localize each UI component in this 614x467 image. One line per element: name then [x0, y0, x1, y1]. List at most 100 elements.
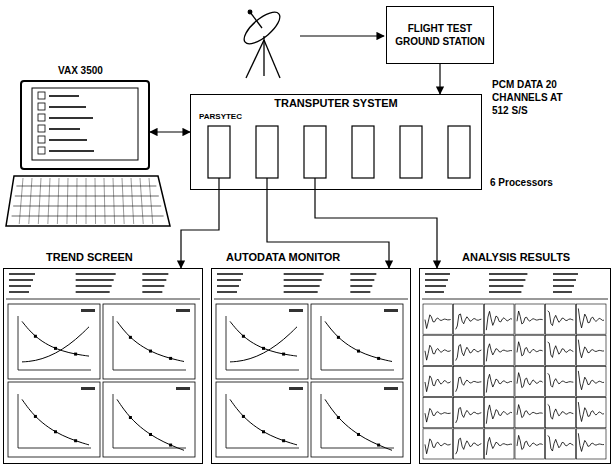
header-text-mark [284, 291, 318, 293]
header-text-mark [76, 291, 110, 293]
station-label: FLIGHT TEST GROUND STATION [393, 22, 487, 48]
menu-item-bar [49, 139, 87, 141]
waveform [578, 371, 604, 390]
waveform [548, 436, 574, 451]
header-text-mark [217, 285, 239, 287]
processor-board [256, 126, 278, 178]
dish-mount [263, 36, 264, 40]
chart-panel [216, 304, 308, 379]
header-rule [422, 299, 608, 300]
result-cell [454, 398, 484, 428]
data-point [282, 439, 285, 442]
vax-monitor: VAX 3500 [20, 80, 150, 170]
screen-frame: TREND SCREEN [3, 268, 203, 464]
trend-curve [230, 321, 297, 356]
chart-panel [311, 382, 403, 457]
data-point [54, 347, 57, 350]
trend-curve [22, 327, 89, 362]
header-text-mark [350, 291, 370, 293]
signal-arrow [300, 35, 384, 36]
result-cell [576, 429, 606, 459]
maker-label: PARSYTEC [199, 112, 242, 121]
key-column [122, 178, 124, 224]
data-point [262, 347, 265, 350]
header-text-mark [350, 273, 376, 275]
header-text-mark [489, 291, 521, 293]
data-point [74, 353, 77, 356]
waveform [425, 345, 451, 360]
processor-board [208, 126, 230, 178]
trend-curve [325, 399, 392, 450]
key-column [29, 178, 32, 224]
menu-item-box [38, 92, 45, 99]
chart-axes [321, 394, 394, 448]
processor-board [448, 126, 470, 178]
header-text-mark [350, 285, 372, 287]
header-text-mark [284, 279, 322, 281]
result-cell [515, 429, 545, 459]
key-row [13, 206, 161, 207]
header-text-mark [9, 291, 29, 293]
header-text-mark [217, 273, 243, 275]
waveform [517, 405, 543, 418]
waveform [517, 342, 543, 356]
waveform [578, 308, 604, 327]
chart-axes [113, 316, 186, 370]
data-point [357, 350, 360, 353]
data-point [169, 357, 172, 360]
header-text-mark [76, 273, 116, 275]
result-cell [515, 366, 545, 396]
trend-curve [117, 321, 184, 361]
trend-curve [117, 399, 184, 450]
menu-item-box [38, 136, 45, 143]
header-text-mark [142, 273, 168, 275]
result-cell [484, 429, 514, 459]
key-column [104, 178, 105, 224]
connector-arrow [439, 64, 440, 94]
connector-arrow [150, 131, 190, 132]
waveform [486, 374, 512, 392]
trend-curve [22, 399, 89, 444]
decoration-group [6, 88, 608, 459]
screen-frame: AUTODATA MONITOR [211, 268, 411, 464]
key-column [131, 178, 134, 224]
header-text-mark [142, 279, 166, 281]
waveform [486, 405, 512, 424]
header-text-mark [489, 279, 525, 281]
menu-item-bar [49, 128, 80, 130]
key-row [12, 216, 164, 217]
monitor-screen [32, 88, 138, 160]
header-text-mark [9, 273, 35, 275]
result-cell [484, 304, 514, 334]
header-text-mark [553, 285, 574, 287]
waveform [456, 314, 482, 329]
tripod-leg [246, 40, 264, 78]
chart-axes [113, 394, 186, 448]
waveform [548, 404, 574, 419]
data-point [282, 353, 285, 356]
waveform [548, 342, 574, 357]
chart-axes [18, 394, 91, 448]
header-text-mark [9, 279, 33, 281]
transputer-box: TRANSPUTER SYSTEMPARSYTEC [190, 94, 482, 190]
result-cell [576, 366, 606, 396]
chart-axes [226, 316, 299, 370]
computer-label: VAX 3500 [56, 65, 105, 76]
processor-board [352, 126, 374, 178]
key-column [140, 178, 143, 224]
header-text-mark [553, 291, 572, 293]
result-cell [454, 429, 484, 459]
menu-item-bar [49, 106, 86, 108]
header-text-mark [553, 279, 576, 281]
data-point [74, 439, 77, 442]
header-text-mark [425, 291, 444, 293]
result-cell [423, 335, 453, 365]
data-point [34, 335, 37, 338]
chart-axes [321, 316, 394, 370]
trend-curve [230, 327, 297, 362]
data-point [149, 350, 152, 353]
waveform [425, 408, 451, 422]
result-cell [454, 304, 484, 334]
screen-frame: ANALYSIS RESULTS [419, 268, 611, 464]
chart-panel [103, 382, 195, 457]
